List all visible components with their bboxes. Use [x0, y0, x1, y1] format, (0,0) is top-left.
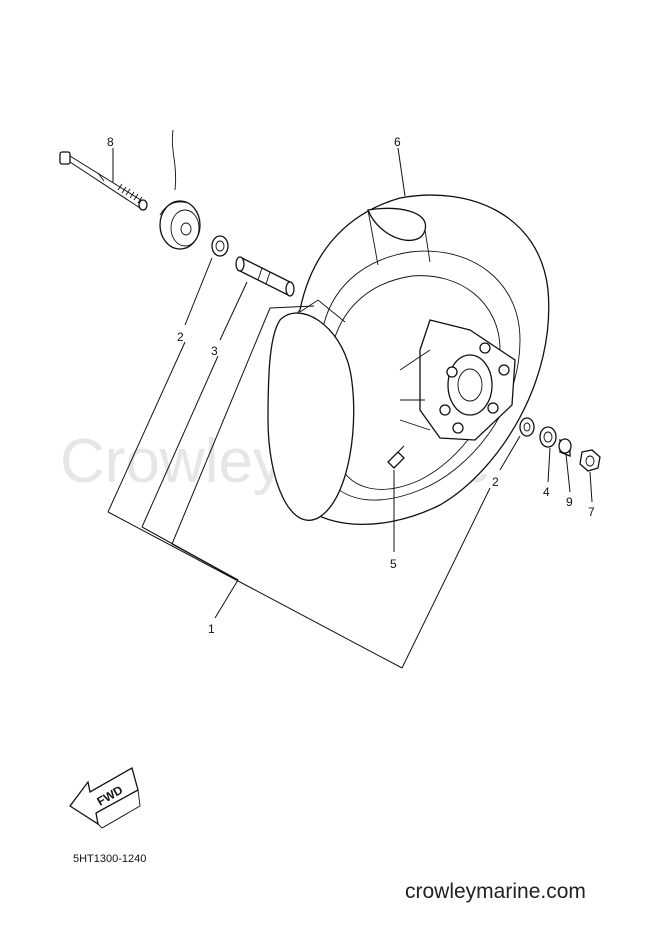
- part-8-axle-bolt: [59, 151, 148, 211]
- callout-6: 6: [394, 135, 401, 149]
- speed-sensor: [159, 129, 201, 250]
- fwd-arrow: FWD: [69, 767, 141, 829]
- callout-7: 7: [588, 505, 595, 519]
- callout-2-right: 2: [492, 475, 499, 489]
- callout-9: 9: [566, 495, 573, 509]
- part-9-collar: [558, 438, 572, 457]
- callout-8: 8: [107, 135, 114, 149]
- callout-3: 3: [211, 344, 218, 358]
- callout-4: 4: [543, 485, 550, 499]
- diagram-code: 5HT1300-1240: [73, 853, 146, 865]
- leader-lines: [107, 147, 593, 669]
- part-3-collar: [235, 256, 295, 297]
- callout-2-left: 2: [177, 330, 184, 344]
- site-url: crowleymarine.com: [405, 880, 586, 903]
- callout-5: 5: [390, 557, 397, 571]
- part-7-nut: [579, 449, 601, 472]
- part-5-valve: [387, 445, 405, 469]
- callout-1: 1: [208, 622, 215, 636]
- part-4-oil-seal: [539, 426, 557, 448]
- part-2-right-bearing: [519, 417, 535, 437]
- part-2-left-bearing: [211, 235, 229, 257]
- wheel-hub: [399, 319, 516, 441]
